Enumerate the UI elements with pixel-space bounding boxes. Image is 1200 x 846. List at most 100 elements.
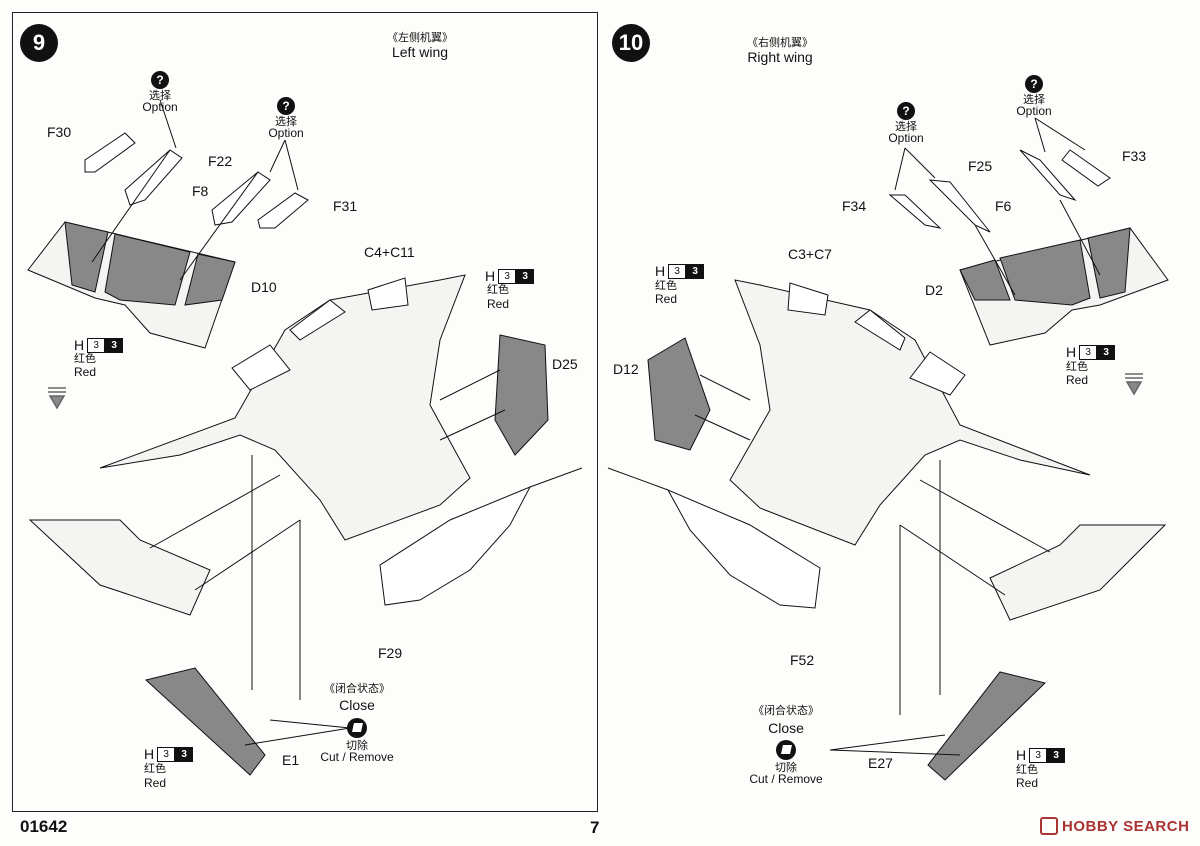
part-label-d12: D12 — [613, 361, 639, 377]
paint-code-dark: 3 — [1047, 747, 1066, 763]
fuselage-left-half — [99, 274, 471, 541]
step-10-title-cn: 《右侧机翼》 — [747, 36, 813, 49]
option-cn: 选择 — [1023, 93, 1045, 106]
part-label-f52: F52 — [790, 652, 815, 668]
paint-callout: H 3 3 — [1066, 344, 1116, 360]
down-arrow-icon — [48, 387, 66, 410]
paint-code-dark: 3 — [686, 263, 705, 279]
fuselage-right-half — [729, 279, 1091, 546]
part-label-f31: F31 — [333, 198, 358, 214]
wingtip-left — [28, 519, 211, 616]
paint-letter: H — [655, 263, 666, 279]
part-f52-shape — [666, 488, 821, 609]
paint-code: 3 — [668, 263, 687, 279]
part-label-d25: D25 — [552, 356, 578, 372]
option-question-icon: ? — [151, 71, 169, 89]
paint-color-name: Red — [1016, 776, 1039, 790]
part-label-f29: F29 — [378, 645, 403, 661]
paint-letter: H — [485, 268, 496, 284]
part-f29-shape — [379, 486, 532, 606]
part-label-f30: F30 — [47, 124, 72, 140]
part-label-e1: E1 — [282, 752, 300, 768]
paint-color-cn: 红色 — [1016, 763, 1038, 776]
step-9-panel — [12, 12, 598, 812]
paint-color-name: Red — [655, 292, 678, 306]
watermark-text: HOBBY SEARCH — [1062, 817, 1190, 835]
option-cn: 选择 — [895, 120, 917, 133]
paint-code: 3 — [1079, 344, 1098, 360]
step-10-number: 10 — [612, 24, 650, 62]
part-label-f8: F8 — [192, 183, 209, 199]
kit-number: 01642 — [20, 817, 68, 836]
option-label: Option — [1016, 104, 1052, 118]
part-e1-shape — [144, 667, 266, 776]
cut-remove-label: Cut / Remove — [320, 750, 394, 764]
close-state-cn: 《闭合状态》 — [753, 704, 819, 717]
paint-color-cn: 红色 — [655, 279, 677, 292]
part-f22-shape — [124, 149, 183, 206]
part-label-f33: F33 — [1122, 148, 1147, 164]
cut-remove-label: Cut / Remove — [749, 772, 823, 786]
part-f33-shape — [1061, 149, 1111, 187]
paint-color-cn: 红色 — [487, 283, 509, 296]
paint-color-name: Red — [74, 365, 97, 379]
cut-remove-icon — [347, 718, 367, 738]
option-cn: 选择 — [275, 115, 297, 128]
part-f25-shape — [1019, 149, 1077, 202]
paint-letter: H — [1066, 344, 1077, 360]
paint-callout: H 3 3 — [655, 263, 705, 279]
paint-letter: H — [1016, 747, 1027, 763]
paint-callout: H 3 3 — [485, 268, 535, 284]
part-f30-shape — [84, 132, 136, 173]
paint-color-name: Red — [144, 776, 167, 790]
cut-remove-icon — [776, 740, 796, 760]
paint-code-dark: 3 — [175, 746, 194, 762]
paint-color-name: Red — [487, 297, 510, 311]
part-d12-shape — [647, 337, 711, 451]
paint-color-cn: 红色 — [144, 762, 166, 775]
part-d25-shape — [494, 334, 549, 456]
cut-remove-cn: 切除 — [775, 761, 797, 774]
paint-code-dark: 3 — [105, 337, 124, 353]
paint-letter: H — [144, 746, 155, 762]
part-label-f6: F6 — [995, 198, 1012, 214]
part-label-e27: E27 — [868, 755, 893, 771]
option-label: Option — [142, 100, 178, 114]
option-label: Option — [888, 131, 924, 145]
paint-code: 3 — [498, 268, 517, 284]
paint-code: 3 — [87, 337, 106, 353]
step-9-number: 9 — [20, 24, 58, 62]
part-f6-shape — [928, 179, 991, 233]
watermark: HOBBY SEARCH — [1040, 817, 1189, 835]
close-state-cn: 《闭合状态》 — [324, 682, 390, 695]
paint-code: 3 — [157, 746, 176, 762]
part-label-f25: F25 — [968, 158, 993, 174]
paint-callout: H 3 3 — [74, 337, 124, 353]
part-label-d2: D2 — [925, 282, 943, 298]
paint-color-cn: 红色 — [1066, 360, 1088, 373]
part-label-c4-c11: C4+C11 — [364, 244, 415, 260]
part-label-c3-c7: C3+C7 — [788, 246, 832, 262]
part-label-d10: D10 — [251, 279, 277, 295]
step-9-title: Left wing — [391, 44, 449, 60]
part-f31-shape — [257, 192, 309, 229]
paint-code-dark: 3 — [1097, 344, 1116, 360]
option-question-icon: ? — [897, 102, 915, 120]
option-question-icon: ? — [1025, 75, 1043, 93]
part-e27-shape — [927, 671, 1046, 781]
wingtip-right — [989, 524, 1167, 621]
step-10-title: Right wing — [747, 49, 813, 65]
part-label-f22: F22 — [208, 153, 233, 169]
option-label: Option — [268, 126, 304, 140]
down-arrow-icon — [1125, 373, 1143, 396]
paint-code: 3 — [1029, 747, 1048, 763]
step-9-title-cn: 《左侧机翼》 — [387, 31, 453, 44]
paint-color-cn: 红色 — [74, 352, 96, 365]
close-state-label: Close — [339, 697, 375, 713]
page-number: 7 — [590, 818, 600, 837]
option-cn: 选择 — [149, 89, 171, 102]
part-label-f34: F34 — [842, 198, 867, 214]
paint-callout: H 3 3 — [144, 746, 194, 762]
hobbysearch-logo-icon — [1040, 817, 1058, 835]
